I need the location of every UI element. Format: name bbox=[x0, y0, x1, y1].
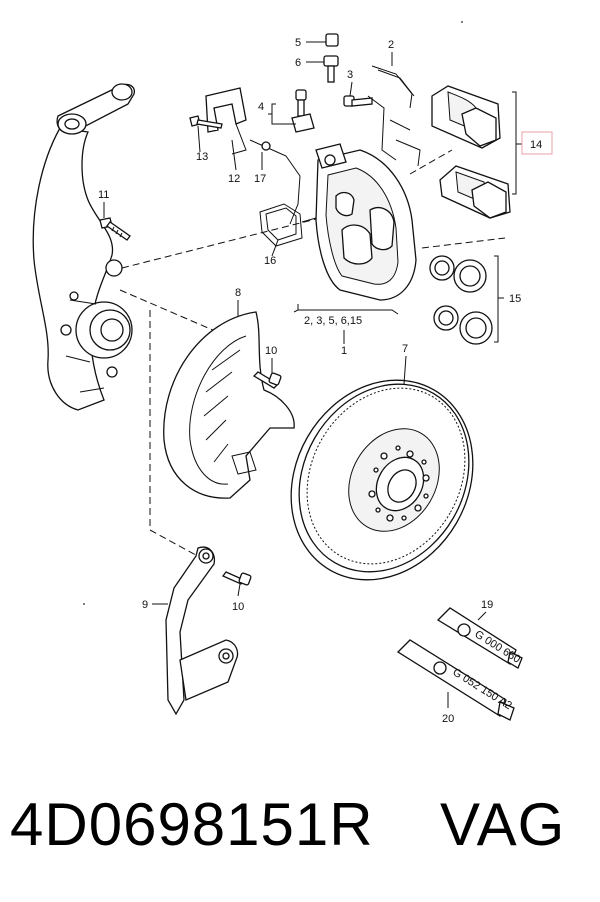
spring-clip-2 bbox=[367, 65, 421, 167]
brake-assembly-diagram: G 000 650 G 052 150 A2 5 6 bbox=[32, 21, 553, 725]
bracket-9 bbox=[165, 546, 239, 716]
callout-13: 13 bbox=[196, 151, 208, 163]
splash-shield-8 bbox=[163, 311, 295, 499]
callout-17: 17 bbox=[254, 173, 266, 185]
grease-tube-19: G 000 650 bbox=[436, 607, 523, 669]
callout-2: 2 bbox=[388, 39, 394, 51]
callout-14: 14 bbox=[530, 139, 542, 151]
callout-15: 15 bbox=[509, 293, 521, 305]
brand-label: VAG bbox=[440, 791, 566, 858]
brake-disc-7 bbox=[290, 379, 474, 581]
bolt-10-upper bbox=[252, 371, 282, 389]
highlight-box-14 bbox=[521, 131, 553, 155]
callout-10-lower: 10 bbox=[232, 601, 244, 613]
callout-10-upper: 10 bbox=[265, 345, 277, 357]
callout-group-1: 2, 3, 5, 6,15 bbox=[304, 315, 362, 327]
tube-19-label: G 000 650 bbox=[472, 628, 522, 665]
leader-lines bbox=[103, 41, 522, 708]
bleeder-valve bbox=[323, 33, 339, 83]
part-number: 4D0698151R bbox=[10, 791, 374, 858]
sensor-bracket bbox=[189, 87, 301, 225]
speck bbox=[461, 21, 463, 23]
callout-8: 8 bbox=[235, 287, 241, 299]
wear-sensor-wire-16 bbox=[259, 203, 317, 247]
callout-12: 12 bbox=[228, 173, 240, 185]
bolt-10-lower bbox=[221, 571, 252, 586]
callout-20: 20 bbox=[442, 713, 454, 725]
brake-caliper bbox=[315, 143, 417, 301]
callout-5: 5 bbox=[295, 37, 301, 49]
callout-labels: 5 6 2 3 4 13 12 17 16 11 8 10 7 9 10 19 … bbox=[98, 37, 542, 725]
callout-9: 9 bbox=[142, 599, 148, 611]
callout-4: 4 bbox=[258, 101, 264, 113]
bolt-3 bbox=[343, 95, 373, 107]
callout-7: 7 bbox=[402, 343, 408, 355]
callout-11: 11 bbox=[98, 189, 109, 201]
callout-16: 16 bbox=[264, 255, 276, 267]
brake-pads-14 bbox=[431, 85, 511, 219]
callout-6: 6 bbox=[295, 57, 301, 69]
bolt-11 bbox=[99, 217, 131, 241]
seal-rings-15 bbox=[429, 255, 493, 345]
speck bbox=[83, 603, 85, 605]
callout-19: 19 bbox=[481, 599, 493, 611]
callout-1: 1 bbox=[341, 345, 347, 357]
steering-knuckle bbox=[32, 83, 135, 411]
guide-bolt-4 bbox=[291, 89, 315, 133]
callout-3: 3 bbox=[347, 69, 353, 81]
